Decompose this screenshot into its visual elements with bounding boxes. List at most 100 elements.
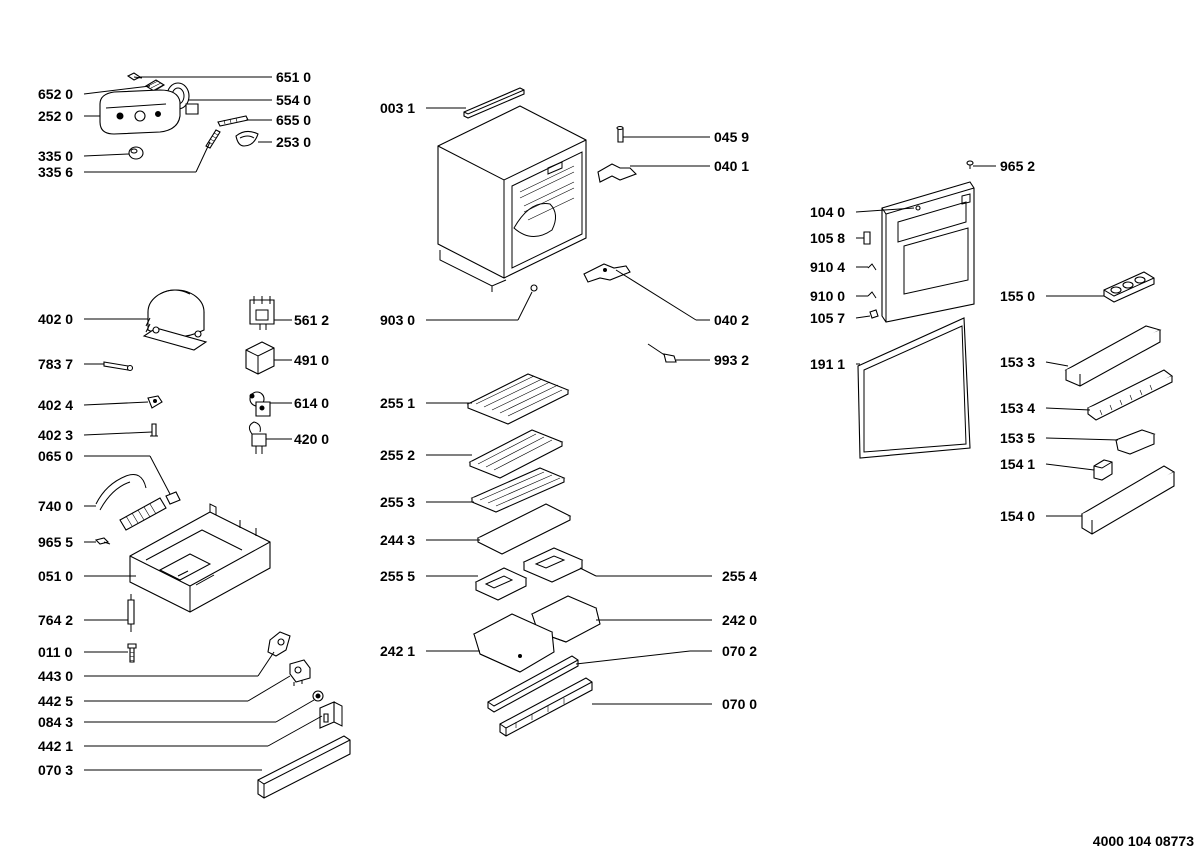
label-3350: 335 0 bbox=[38, 148, 73, 164]
label-1040: 104 0 bbox=[810, 204, 845, 220]
label-2554: 255 4 bbox=[722, 568, 757, 584]
label-4020: 402 0 bbox=[38, 311, 73, 327]
leader-lines bbox=[83, 76, 1119, 771]
label-1057: 105 7 bbox=[810, 310, 845, 326]
cabinet-body-drawing bbox=[437, 105, 587, 292]
label-3356: 335 6 bbox=[38, 164, 73, 180]
label-0843: 084 3 bbox=[38, 714, 73, 730]
label-1550: 155 0 bbox=[1000, 288, 1035, 304]
label-1540: 154 0 bbox=[1000, 508, 1035, 524]
part-1057-drawing bbox=[869, 309, 879, 319]
part-1541-drawing bbox=[1093, 459, 1113, 481]
part-9104-drawing bbox=[867, 263, 877, 271]
part-5612-drawing bbox=[249, 296, 275, 330]
part-0402-drawing bbox=[583, 263, 631, 283]
label-0110: 011 0 bbox=[38, 644, 72, 660]
part-0650-drawing bbox=[165, 491, 181, 505]
label-5540: 554 0 bbox=[276, 92, 311, 108]
label-4024: 402 4 bbox=[38, 397, 73, 413]
part-0110-drawing bbox=[127, 643, 137, 663]
label-7837: 783 7 bbox=[38, 356, 73, 372]
label-9932: 993 2 bbox=[714, 352, 749, 368]
part-0702-drawing bbox=[487, 655, 579, 713]
label-0700: 070 0 bbox=[722, 696, 757, 712]
label-4430: 443 0 bbox=[38, 668, 73, 684]
part-1040-drawing bbox=[881, 181, 975, 323]
part-4024-drawing bbox=[147, 395, 163, 409]
label-1534: 153 4 bbox=[1000, 400, 1035, 416]
document-number: 4000 104 08773 bbox=[1093, 833, 1194, 849]
part-drawings-right bbox=[857, 160, 1176, 535]
label-0510: 051 0 bbox=[38, 568, 73, 584]
label-0402: 040 2 bbox=[714, 312, 749, 328]
part-0031-drawing bbox=[463, 87, 525, 119]
part-2421-drawing bbox=[472, 613, 555, 673]
part-4200-drawing bbox=[248, 421, 267, 454]
part-0510-drawing bbox=[129, 503, 271, 613]
label-1541: 154 1 bbox=[1000, 456, 1035, 472]
part-4430-drawing bbox=[267, 631, 291, 657]
part-drawings-left bbox=[94, 72, 351, 799]
label-1535: 153 5 bbox=[1000, 430, 1035, 446]
label-9104: 910 4 bbox=[810, 259, 845, 275]
label-7400: 740 0 bbox=[38, 498, 73, 514]
part-2553-drawing bbox=[470, 467, 566, 513]
label-2520: 252 0 bbox=[38, 108, 73, 124]
label-1058: 105 8 bbox=[810, 230, 845, 246]
part-1533-drawing bbox=[1064, 325, 1162, 387]
label-2552: 255 2 bbox=[380, 447, 415, 463]
label-1533: 153 3 bbox=[1000, 354, 1035, 370]
part-4023-drawing bbox=[150, 423, 158, 437]
label-1911: 191 1 bbox=[810, 356, 845, 372]
part-9932-drawing bbox=[647, 343, 677, 363]
label-6140: 614 0 bbox=[294, 395, 329, 411]
part-3350-drawing bbox=[128, 146, 144, 160]
part-2551-drawing bbox=[466, 373, 570, 425]
label-4425: 442 5 bbox=[38, 693, 73, 709]
label-9652: 965 2 bbox=[1000, 158, 1035, 174]
label-2420: 242 0 bbox=[722, 612, 757, 628]
part-4425-drawing bbox=[289, 659, 311, 686]
part-1534-drawing bbox=[1086, 369, 1174, 421]
part-0700-drawing bbox=[499, 677, 593, 737]
part-9100-drawing bbox=[867, 291, 877, 299]
part-9655-drawing bbox=[94, 537, 111, 545]
part-2554-drawing bbox=[522, 547, 584, 583]
part-1550-drawing bbox=[1103, 271, 1155, 303]
label-7642: 764 2 bbox=[38, 612, 73, 628]
label-2530: 253 0 bbox=[276, 134, 311, 150]
part-7400-drawing bbox=[95, 474, 167, 531]
label-0650: 065 0 bbox=[38, 448, 73, 464]
label-2553: 255 3 bbox=[380, 494, 415, 510]
part-4910-drawing bbox=[245, 341, 275, 375]
part-1058-drawing bbox=[863, 231, 871, 245]
part-9030-drawing bbox=[530, 284, 538, 292]
label-2551: 255 1 bbox=[380, 395, 415, 411]
part-2443-drawing bbox=[476, 503, 572, 555]
part-drawings-center bbox=[437, 87, 677, 737]
part-7642-drawing bbox=[127, 594, 135, 632]
label-4200: 420 0 bbox=[294, 431, 329, 447]
label-6520: 652 0 bbox=[38, 86, 73, 102]
label-4910: 491 0 bbox=[294, 352, 329, 368]
part-0703-drawing bbox=[257, 735, 351, 799]
label-5612: 561 2 bbox=[294, 312, 329, 328]
label-2443: 244 3 bbox=[380, 532, 415, 548]
part-labels: 652 0 252 0 335 0 335 6 402 0 783 7 402 … bbox=[38, 69, 1194, 849]
label-0459: 045 9 bbox=[714, 129, 749, 145]
label-2421: 242 1 bbox=[380, 643, 415, 659]
part-6520-drawing bbox=[144, 79, 166, 92]
part-2555-drawing bbox=[474, 567, 528, 601]
label-2555: 255 5 bbox=[380, 568, 415, 584]
part-1535-drawing bbox=[1114, 429, 1156, 455]
part-2520-drawing bbox=[99, 89, 181, 135]
part-6510-drawing bbox=[126, 72, 143, 81]
part-6550-drawing bbox=[217, 115, 249, 127]
part-0459-drawing bbox=[616, 125, 624, 143]
part-0843-drawing bbox=[312, 690, 324, 702]
part-0401-drawing bbox=[597, 163, 637, 183]
label-0031: 003 1 bbox=[380, 100, 415, 116]
part-1911-drawing bbox=[857, 317, 971, 459]
